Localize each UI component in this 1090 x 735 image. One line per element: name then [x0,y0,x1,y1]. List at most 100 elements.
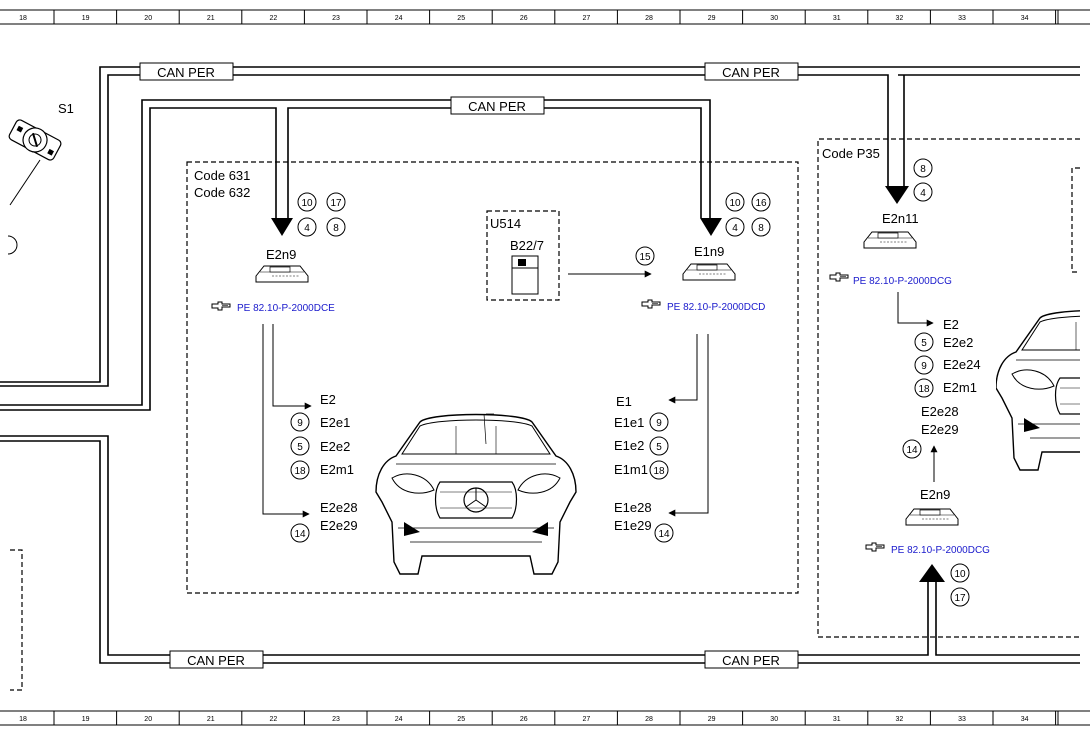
svg-text:18: 18 [918,384,930,395]
e2n9-left-line-upper [272,324,312,410]
code-p35-label: Code P35 [822,146,880,161]
svg-text:4: 4 [920,188,926,199]
svg-text:E2: E2 [943,317,959,332]
svg-text:E1e29: E1e29 [614,518,652,533]
ruler-label: 34 [1021,716,1029,723]
ruler-label: 31 [833,716,841,723]
svg-text:CAN PER: CAN PER [157,65,215,80]
switch-label: S1 [58,101,74,116]
svg-text:E1: E1 [616,394,632,409]
svg-text:E2e28: E2e28 [320,500,358,515]
ruler-label: 33 [958,15,966,22]
code-632-label: Code 632 [194,185,250,200]
code-631-label: Code 631 [194,168,250,183]
ruler-label: 32 [896,716,904,723]
e2n9-left-line-lower [262,324,310,518]
u514-conn-pin: 15 [635,246,655,266]
svg-text:18: 18 [653,466,665,477]
e2n9-left-ref-link[interactable]: PE 82.10-P-2000DCE [237,303,335,314]
svg-text:E1m1: E1m1 [614,462,648,477]
svg-text:CAN PER: CAN PER [468,99,526,114]
svg-text:E2e1: E2e1 [320,415,350,430]
right-dashed-stub [1071,167,1080,273]
ruler-label: 19 [82,15,90,22]
e2n11-label: E2n11 [882,211,919,226]
svg-text:4: 4 [304,223,310,234]
ruler-label: 23 [332,15,340,22]
ruler-label: 23 [332,716,340,723]
svg-text:8: 8 [333,223,339,234]
ruler-label: 30 [770,716,778,723]
pointing-hand-icon [865,542,885,552]
ruler-label: 24 [395,716,403,723]
svg-text:E2: E2 [320,392,336,407]
light-switch-icon [7,119,62,255]
e2n9-left-pins: 10 17 4 8 [297,192,346,237]
ruler-label: 22 [270,15,278,22]
ruler-label: 19 [82,716,90,723]
ruler-label: 32 [896,15,904,22]
svg-text:CAN PER: CAN PER [187,653,245,668]
ruler-label: 27 [583,716,591,723]
svg-text:E1e2: E1e2 [614,438,644,453]
e1n9-label: E1n9 [694,244,724,259]
svg-text:E2e2: E2e2 [943,335,973,350]
svg-text:5: 5 [297,442,303,453]
svg-text:E2m1: E2m1 [320,462,354,477]
u514-label: U514 [490,216,521,231]
can-bus-wires [0,66,1080,664]
svg-text:4: 4 [732,223,738,234]
code-p35-box [817,138,1080,638]
svg-text:E2m1: E2m1 [943,380,977,395]
svg-text:9: 9 [656,418,662,429]
e2n11-ref-link[interactable]: PE 82.10-P-2000DCG [853,276,952,287]
svg-text:E2e29: E2e29 [320,518,358,533]
ruler-label: 29 [708,15,716,22]
svg-text:18: 18 [294,466,306,477]
e2n9-module-icon [255,265,309,283]
e2n11-outputs: E2 5 E2e2 9 E2e24 18 E2m1 E2e28 E2e29 14 [902,317,981,459]
svg-text:E2e29: E2e29 [921,422,959,437]
e1n9-ref-link[interactable]: PE 82.10-P-2000DCD [667,302,765,313]
ruler-label: 25 [457,15,465,22]
e2n9-right-ref-link[interactable]: PE 82.10-P-2000DCG [891,545,990,556]
ruler-label: 30 [770,15,778,22]
e2n9-right-label: E2n9 [920,487,950,502]
svg-text:E2e24: E2e24 [943,357,981,372]
svg-text:14: 14 [294,529,306,540]
svg-text:5: 5 [921,338,927,349]
ruler-label: 20 [144,716,152,723]
can-label-middle: CAN PER [450,96,545,115]
svg-text:17: 17 [330,198,342,209]
ruler-label: 29 [708,716,716,723]
sensor-icon [511,255,539,295]
svg-text:E2e2: E2e2 [320,439,350,454]
pointing-hand-icon [641,299,661,309]
ruler-label: 20 [144,15,152,22]
svg-text:5: 5 [656,442,662,453]
svg-text:17: 17 [954,593,966,604]
e1n9-outputs: E1 E1e1 9 E1e2 5 E1m1 18 E1e28 E1e29 14 [614,394,674,543]
svg-text:16: 16 [755,198,767,209]
svg-text:E1e1: E1e1 [614,415,644,430]
ruler-label: 28 [645,15,653,22]
e2n9-right-module-icon [905,508,959,526]
bus-arrow-e2n9-right [919,564,945,582]
ruler-label: 21 [207,15,215,22]
e1n9-pins: 10 16 4 8 [725,192,771,237]
b22-7-label: B22/7 [510,238,544,253]
svg-text:CAN PER: CAN PER [722,65,780,80]
pointing-hand-icon [211,301,231,311]
bus-arrow-e2n11 [885,186,909,204]
ruler-label: 33 [958,716,966,723]
svg-text:E1e28: E1e28 [614,500,652,515]
ruler-label: 27 [583,15,591,22]
svg-text:8: 8 [920,164,926,175]
e2n11-line [897,292,934,327]
ruler-label: 31 [833,15,841,22]
ruler-label: 18 [19,716,27,723]
code-631-box [186,161,799,594]
svg-text:9: 9 [297,418,303,429]
